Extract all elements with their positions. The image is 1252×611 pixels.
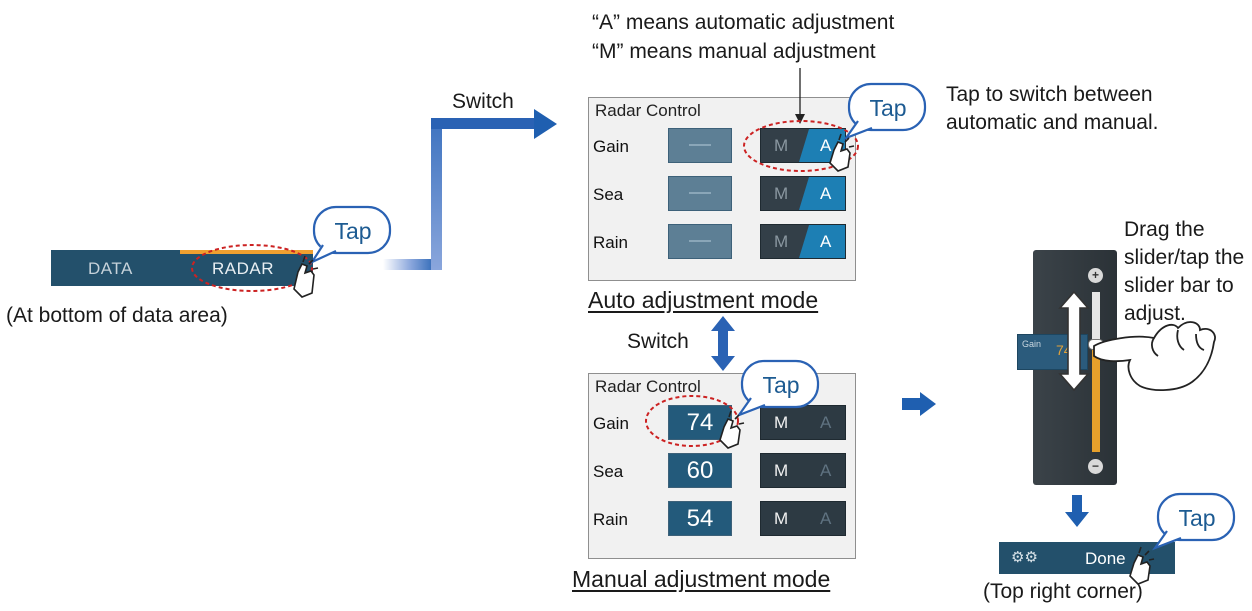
tap-hand-icon [1129, 546, 1155, 585]
sea-mode-toggle[interactable]: M A [760, 176, 846, 211]
manual-meaning-note: “M” means manual adjustment [592, 40, 876, 63]
tap-hand-icon [293, 255, 319, 298]
auto-mode-caption: Auto adjustment mode [588, 287, 819, 313]
radar-control-panel-manual: Radar Control Gain 74 M A Sea 60 M A Rai… [588, 373, 856, 559]
auto-label: A [820, 509, 832, 528]
gain-value-box[interactable]: 74 [668, 405, 732, 440]
tap-hand-icon [719, 410, 745, 449]
row-label-gain: Gain [593, 414, 629, 433]
row-label-rain: Rain [593, 233, 628, 252]
done-button[interactable]: Done [1085, 549, 1126, 568]
tap-switch-note-line2: automatic and manual. [946, 111, 1159, 134]
manual-label: M [774, 461, 789, 480]
manual-label: M [774, 136, 789, 155]
tap-bubble-label: Tap [1178, 505, 1216, 531]
manual-mode-caption: Manual adjustment mode [572, 566, 831, 592]
gain-mode-toggle[interactable]: M A [760, 405, 846, 440]
tap-bubble: Tap [744, 361, 818, 407]
row-label-rain: Rain [593, 510, 628, 529]
auto-label: A [820, 184, 832, 203]
gears-icon[interactable]: ⚙⚙ [1011, 549, 1038, 566]
row-label-sea: Sea [593, 462, 624, 481]
tap-bubble-label: Tap [869, 95, 907, 121]
empty-value-dash [689, 240, 711, 242]
auto-label: A [820, 232, 832, 251]
drag-note-line2: slider/tap the [1124, 246, 1245, 269]
drag-note-line1: Drag the [1124, 218, 1205, 241]
empty-value-dash [689, 144, 711, 146]
rain-value-box[interactable]: 54 [668, 501, 732, 536]
next-arrow-icon [902, 392, 936, 416]
switch-double-arrow-icon [711, 316, 735, 371]
tap-bubble: Tap [316, 207, 390, 253]
radar-control-panel-auto: Radar Control Gain M A Sea M A Rain M A [588, 97, 856, 281]
tap-bubble-icon [843, 82, 927, 141]
manual-label: M [774, 232, 789, 251]
drag-note-line3: slider bar to [1124, 274, 1234, 297]
auto-label: A [820, 461, 832, 480]
switch-label-middle: Switch [627, 330, 689, 353]
active-tab-indicator [180, 250, 313, 254]
drag-note-line4: adjust. [1124, 302, 1186, 325]
tab-radar[interactable]: RADAR [212, 259, 275, 278]
auto-label: A [820, 413, 832, 432]
tap-highlight-ellipse [743, 120, 859, 172]
sea-value-box[interactable] [668, 176, 732, 211]
sea-value-box[interactable]: 60 [668, 453, 732, 488]
corner-caption: (Top right corner) [983, 580, 1143, 603]
manual-label: M [774, 509, 789, 528]
switch-label-top: Switch [452, 90, 514, 113]
manual-label: M [774, 413, 789, 432]
slider-fill [1092, 345, 1100, 452]
gain-value-box[interactable] [668, 128, 732, 163]
row-label-sea: Sea [593, 185, 624, 204]
rain-mode-toggle[interactable]: M A [760, 224, 846, 259]
tap-bubble: Tap [851, 84, 925, 130]
auto-label: A [820, 136, 832, 155]
empty-value-dash [689, 192, 711, 194]
bottom-caption: (At bottom of data area) [6, 304, 228, 327]
tap-bubble: Tap [1160, 494, 1234, 540]
tap-bubble-label: Tap [334, 218, 372, 244]
minus-icon[interactable]: − [1088, 459, 1103, 474]
pointer-arrowhead-icon [795, 114, 805, 124]
plus-icon[interactable]: + [1088, 268, 1103, 283]
rain-value-box[interactable] [668, 224, 732, 259]
tap-highlight-ellipse [645, 395, 739, 447]
drag-hand-icon [1093, 321, 1216, 391]
tap-bubble-icon [1152, 492, 1236, 551]
switch-arrow-icon [383, 109, 557, 270]
manual-label: M [774, 184, 789, 203]
rain-mode-toggle[interactable]: M A [760, 501, 846, 536]
gain-readout-label: Gain [1022, 339, 1042, 349]
data-area-tabbar: DATA RADAR [51, 250, 313, 286]
down-arrow-icon [1065, 495, 1089, 527]
row-label-gain: Gain [593, 137, 629, 156]
tap-highlight-ellipse [191, 244, 313, 292]
panel-title: Radar Control [595, 377, 701, 396]
tab-data[interactable]: DATA [88, 259, 133, 278]
tap-switch-note-line1: Tap to switch between [946, 83, 1153, 106]
tap-bubble-label: Tap [762, 372, 800, 398]
tap-hand-icon [829, 133, 855, 172]
auto-meaning-note: “A” means automatic adjustment [592, 11, 895, 34]
sea-mode-toggle[interactable]: M A [760, 453, 846, 488]
panel-title: Radar Control [595, 101, 701, 120]
drag-double-arrow-icon [1058, 290, 1090, 392]
tap-bubble-icon [309, 205, 392, 265]
